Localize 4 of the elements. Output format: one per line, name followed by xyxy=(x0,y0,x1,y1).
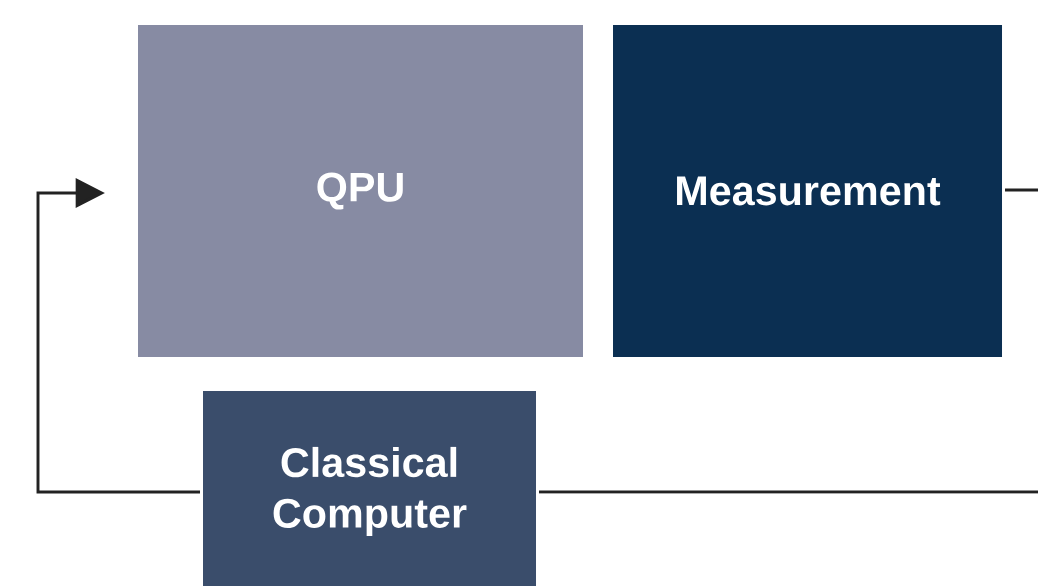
connector-arrow xyxy=(36,177,200,494)
process-box: QPU xyxy=(138,25,583,357)
process-box: Classical Computer xyxy=(203,391,536,586)
process-box: Measurement xyxy=(613,25,1002,357)
